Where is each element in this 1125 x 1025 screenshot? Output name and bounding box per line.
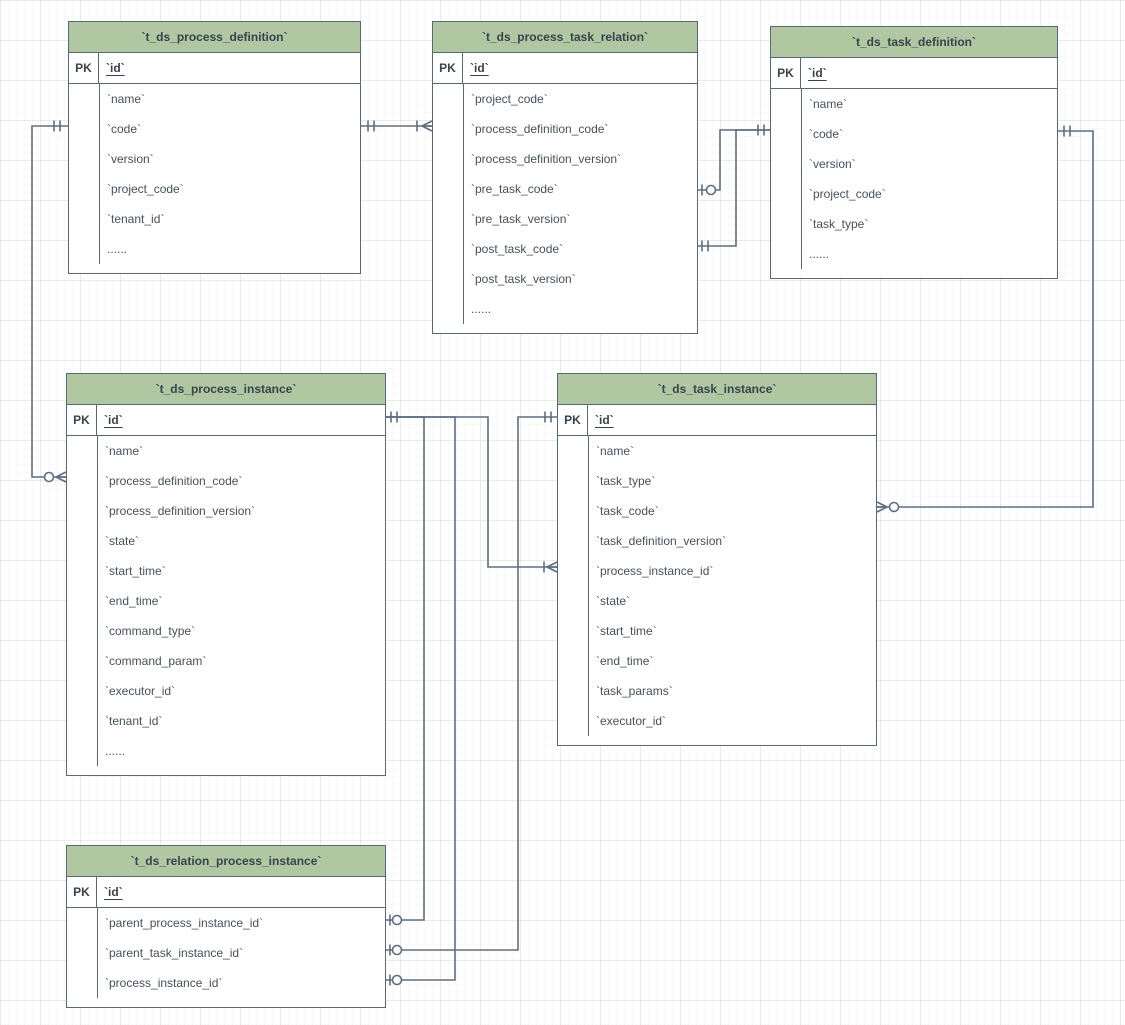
cardinality-many-crowfoot bbox=[546, 561, 558, 568]
field-row: `process_definition_version` bbox=[105, 504, 256, 518]
pk-field-name: `id` bbox=[470, 61, 489, 75]
primary-key-row: PK `id` bbox=[433, 53, 697, 84]
field-row: `name` bbox=[107, 92, 146, 106]
field-row: `start_time` bbox=[105, 564, 166, 578]
cardinality-many-crowfoot bbox=[546, 566, 558, 573]
pk-label: PK bbox=[433, 53, 463, 83]
cardinality-zero-circle bbox=[391, 944, 403, 956]
edge-process_definition-to-process_task_relation[interactable] bbox=[361, 120, 433, 132]
pk-label: PK bbox=[69, 53, 99, 83]
field-row: `post_task_code` bbox=[471, 242, 564, 256]
field-row: `code` bbox=[107, 122, 142, 136]
field-row: `project_code` bbox=[471, 92, 548, 106]
field-row: `pre_task_code` bbox=[471, 182, 558, 196]
cardinality-zero-circle bbox=[888, 501, 900, 513]
pk-field-name: `id` bbox=[808, 66, 827, 80]
cardinality-many-crowfoot bbox=[876, 506, 888, 513]
field-row: `command_param` bbox=[105, 654, 207, 668]
field-row: `project_code` bbox=[809, 187, 886, 201]
field-row: `state` bbox=[105, 534, 140, 548]
field-row: `project_code` bbox=[107, 182, 184, 196]
field-row: `process_definition_code` bbox=[105, 474, 243, 488]
cardinality-zero-circle bbox=[391, 974, 403, 986]
pk-label: PK bbox=[67, 877, 97, 907]
field-row: `version` bbox=[107, 152, 154, 166]
field-row: `parent_task_instance_id` bbox=[105, 946, 244, 960]
table-title: `t_ds_process_definition` bbox=[69, 22, 360, 53]
primary-key-row: PK `id` bbox=[67, 877, 385, 908]
edge-task_instance-to-relation_parent_task_instance_id[interactable] bbox=[386, 411, 557, 956]
field-row: `command_type` bbox=[105, 624, 196, 638]
table-title: `t_ds_task_instance` bbox=[558, 374, 876, 405]
field-row: `name` bbox=[596, 444, 635, 458]
cardinality-many-crowfoot bbox=[421, 125, 433, 132]
edge-process_instance-to-relation_process_instance_id[interactable] bbox=[386, 416, 456, 986]
pk-label: PK bbox=[67, 405, 97, 435]
entity-table-t_ds_process_definition[interactable]: `t_ds_process_definition`PK `id` `name` `co… bbox=[68, 21, 361, 274]
edge-process_instance-to-task_instance[interactable] bbox=[386, 411, 558, 573]
field-row: `process_instance_id` bbox=[105, 976, 223, 990]
field-row: `task_code` bbox=[596, 504, 659, 518]
field-row: `start_time` bbox=[596, 624, 657, 638]
table-title: `t_ds_process_task_relation` bbox=[433, 22, 697, 53]
field-row: ...... bbox=[107, 242, 128, 256]
pk-label: PK bbox=[558, 405, 588, 435]
field-row: `process_definition_code` bbox=[471, 122, 609, 136]
field-row: `executor_id` bbox=[105, 684, 176, 698]
entity-table-t_ds_task_definition[interactable]: `t_ds_task_definition`PK `id` `name` `code`… bbox=[770, 26, 1058, 279]
pk-label: PK bbox=[771, 58, 801, 88]
field-row: ...... bbox=[105, 744, 126, 758]
field-row: `end_time` bbox=[596, 654, 654, 668]
field-row: `state` bbox=[596, 594, 631, 608]
entity-table-t_ds_relation_process_instance[interactable]: `t_ds_relation_process_instance`PK `id` `p… bbox=[66, 845, 386, 1008]
field-row: `tenant_id` bbox=[105, 714, 163, 728]
table-title: `t_ds_process_instance` bbox=[67, 374, 385, 405]
field-row: `task_type` bbox=[809, 217, 869, 231]
table-title: `t_ds_relation_process_instance` bbox=[67, 846, 385, 877]
edge-process_task_relation-post_task-to-task_definition[interactable] bbox=[698, 129, 770, 252]
edge-process_definition-to-process_instance[interactable] bbox=[31, 120, 68, 483]
entity-table-t_ds_task_instance[interactable]: `t_ds_task_instance`PK `id` `name` `task_ty… bbox=[557, 373, 877, 746]
field-row: ...... bbox=[471, 302, 492, 316]
primary-key-row: PK `id` bbox=[67, 405, 385, 436]
field-row: `name` bbox=[809, 97, 848, 111]
entity-table-t_ds_process_instance[interactable]: `t_ds_process_instance`PK `id` `name` `proc… bbox=[66, 373, 386, 776]
field-row: `process_definition_version` bbox=[471, 152, 622, 166]
field-row: `tenant_id` bbox=[107, 212, 165, 226]
primary-key-row: PK `id` bbox=[558, 405, 876, 436]
field-row: `task_type` bbox=[596, 474, 656, 488]
field-row: `executor_id` bbox=[596, 714, 667, 728]
field-row: `name` bbox=[105, 444, 144, 458]
field-row: `end_time` bbox=[105, 594, 163, 608]
entity-table-t_ds_process_task_relation[interactable]: `t_ds_process_task_relation`PK `id` `proje… bbox=[432, 21, 698, 334]
pk-field-name: `id` bbox=[104, 885, 123, 899]
cardinality-zero-circle bbox=[705, 184, 717, 196]
field-row: `post_task_version` bbox=[471, 272, 576, 286]
pk-field-name: `id` bbox=[106, 61, 125, 75]
field-row: `pre_task_version` bbox=[471, 212, 571, 226]
edge-process_instance-to-relation_parent_process_instance_id[interactable] bbox=[386, 416, 425, 926]
field-row: `parent_process_instance_id` bbox=[105, 916, 264, 930]
field-row: `task_definition_version` bbox=[596, 534, 727, 548]
primary-key-row: PK `id` bbox=[771, 58, 1057, 89]
cardinality-many-crowfoot bbox=[55, 476, 67, 483]
field-row: `code` bbox=[809, 127, 844, 141]
table-title: `t_ds_task_definition` bbox=[771, 27, 1057, 58]
cardinality-zero-circle bbox=[43, 471, 55, 483]
edge-process_task_relation-pre_task-to-task_definition[interactable] bbox=[698, 124, 770, 196]
cardinality-many-crowfoot bbox=[876, 501, 888, 508]
primary-key-row: PK `id` bbox=[69, 53, 360, 84]
field-row: `version` bbox=[809, 157, 856, 171]
field-row: ...... bbox=[809, 247, 830, 261]
field-row: `task_params` bbox=[596, 684, 673, 698]
cardinality-many-crowfoot bbox=[55, 471, 67, 478]
cardinality-zero-circle bbox=[391, 914, 403, 926]
cardinality-many-crowfoot bbox=[421, 120, 433, 127]
pk-field-name: `id` bbox=[595, 413, 614, 427]
pk-field-name: `id` bbox=[104, 413, 123, 427]
field-row: `process_instance_id` bbox=[596, 564, 714, 578]
